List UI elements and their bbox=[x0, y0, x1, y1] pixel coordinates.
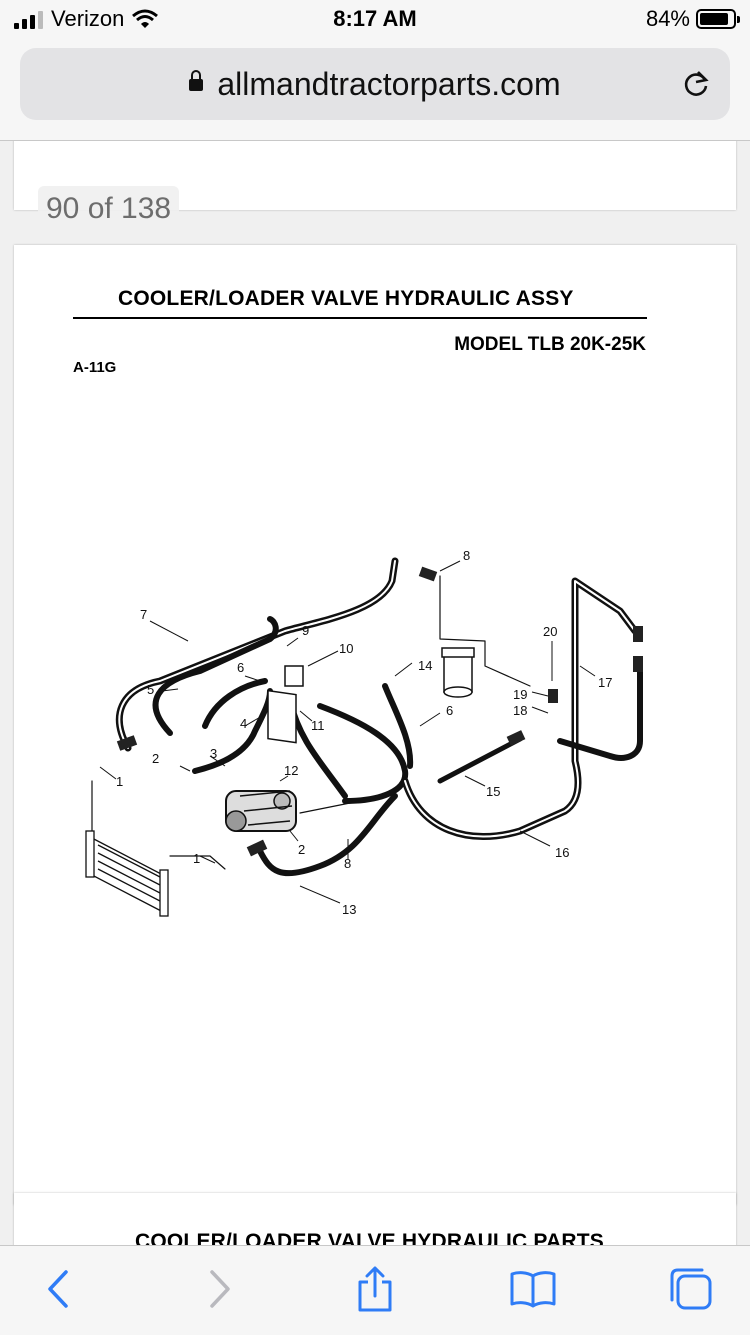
next-page-heading: COOLER/LOADER VALVE HYDRAULIC PARTS bbox=[135, 1230, 605, 1245]
document-title: COOLER/LOADER VALVE HYDRAULIC ASSY bbox=[118, 287, 574, 310]
callout-text: 2 bbox=[152, 751, 159, 766]
callout-text: 4 bbox=[240, 716, 247, 731]
url-text: allmandtractorparts.com bbox=[217, 66, 561, 102]
callout-text: 20 bbox=[543, 624, 557, 639]
hydraulic-assembly-diagram: 1 1 2 2 3 4 5 6 6 7 8 8 9 10 11 12 13 14… bbox=[85, 548, 643, 917]
book-icon[interactable] bbox=[508, 1264, 558, 1314]
callout-text: 13 bbox=[342, 902, 356, 917]
callout-text: 12 bbox=[284, 763, 298, 778]
lock-icon bbox=[189, 69, 204, 91]
callout-text: 15 bbox=[486, 784, 500, 799]
url-display[interactable]: allmandtractorparts.com bbox=[20, 66, 730, 103]
address-bar-container: allmandtractorparts.com bbox=[0, 40, 750, 141]
status-right: 84% bbox=[645, 6, 740, 32]
callout-text: 11 bbox=[311, 718, 325, 733]
tabs-icon[interactable] bbox=[666, 1264, 716, 1314]
chevron-left-icon[interactable] bbox=[34, 1264, 84, 1314]
callout-text: 3 bbox=[210, 746, 217, 761]
callout-text: 16 bbox=[555, 845, 569, 860]
hydraulic-pump bbox=[225, 790, 297, 832]
cellular-signal-icon bbox=[14, 9, 43, 29]
callout-text: 1 bbox=[193, 851, 200, 866]
callout-text: 6 bbox=[446, 703, 453, 718]
callout-text: 6 bbox=[237, 660, 244, 675]
share-icon[interactable] bbox=[350, 1264, 400, 1314]
address-bar[interactable]: allmandtractorparts.com bbox=[20, 48, 730, 120]
page-content[interactable]: 90 of 138 COOLER/LOADER VALVE HYDRAULIC … bbox=[0, 141, 750, 1245]
bottom-toolbar bbox=[0, 1245, 750, 1335]
battery-icon bbox=[696, 9, 740, 29]
loader-valve bbox=[267, 665, 304, 744]
callout-text: 8 bbox=[463, 548, 470, 563]
status-left: Verizon bbox=[14, 6, 159, 32]
callout-text: 10 bbox=[339, 641, 353, 656]
callout-text: 19 bbox=[513, 687, 527, 702]
callout-text: 14 bbox=[418, 658, 432, 673]
title-rule bbox=[73, 317, 647, 319]
reload-icon[interactable] bbox=[680, 68, 712, 100]
oil-filter bbox=[441, 647, 475, 698]
callout-text: 17 bbox=[598, 675, 612, 690]
callout-text: 2 bbox=[298, 842, 305, 857]
model-label: MODEL TLB 20K-25K bbox=[454, 334, 646, 355]
carrier-label: Verizon bbox=[51, 6, 125, 31]
callout-text: 1 bbox=[116, 774, 123, 789]
callout-text: 8 bbox=[344, 856, 351, 871]
oil-cooler bbox=[85, 830, 169, 917]
battery-percentage: 84% bbox=[645, 6, 690, 31]
callout-text: 9 bbox=[302, 623, 309, 638]
pdf-page-next bbox=[14, 1193, 736, 1245]
wifi-icon bbox=[132, 9, 159, 28]
page-indicator: 90 of 138 bbox=[38, 186, 180, 232]
chevron-right-icon[interactable] bbox=[194, 1264, 244, 1314]
pdf-page-current bbox=[14, 245, 736, 1205]
callout-text: 7 bbox=[140, 607, 147, 622]
callout-text: 5 bbox=[147, 682, 154, 697]
reference-code: A-11G bbox=[73, 359, 117, 376]
status-time: 8:17 AM bbox=[333, 6, 417, 31]
callout-text: 18 bbox=[513, 703, 527, 718]
status-bar: Verizon 8:17 AM 84% bbox=[0, 0, 750, 40]
